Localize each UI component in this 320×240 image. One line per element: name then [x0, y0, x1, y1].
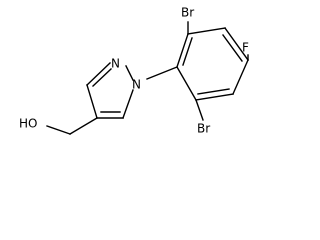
bond-c5-n1	[122, 89, 134, 119]
bond-c4-ch2	[69, 117, 98, 135]
bond-c4-c5	[232, 59, 249, 95]
atom-label-n-lower: N	[132, 78, 141, 92]
pyrazole-ring	[86, 62, 134, 119]
double-bond-c5-c6-inner	[197, 88, 230, 95]
atom-label-fluorine: F	[242, 41, 249, 55]
bond-c2-c3	[187, 27, 226, 35]
atom-label-n-upper: N	[111, 57, 120, 71]
atom-label-br-bottom: Br	[197, 122, 210, 136]
benzene-ring	[176, 27, 249, 101]
bond-ch2-o	[46, 125, 71, 135]
bond-n1-n2	[125, 65, 134, 81]
double-bond-n2-c3-inner	[92, 68, 112, 87]
atom-label-hydroxyl: HO	[19, 117, 37, 131]
bond-c3-c4	[86, 84, 98, 119]
bond-c1-n1	[146, 66, 178, 80]
atom-label-br-top: Br	[181, 6, 194, 20]
bond-c5-c6	[195, 93, 234, 101]
double-bond-c1-c2-inner	[182, 37, 193, 66]
bond-n2-c3	[86, 62, 111, 86]
chemical-structure-diagram: Br F N N Br HO	[19, 6, 249, 136]
double-bond-c3-c4-inner	[222, 34, 243, 62]
bond-c6-br	[195, 99, 204, 121]
bond-c3-c4	[224, 27, 249, 61]
bond-c1-c2	[176, 33, 189, 68]
bond-c6-c1	[176, 66, 197, 101]
